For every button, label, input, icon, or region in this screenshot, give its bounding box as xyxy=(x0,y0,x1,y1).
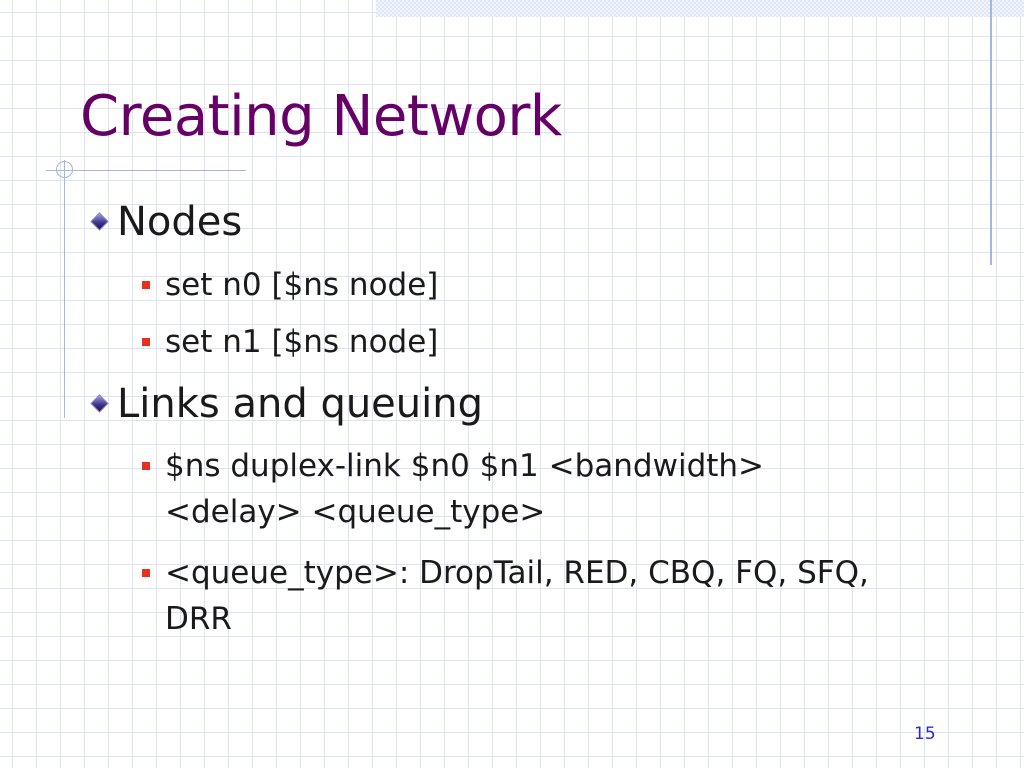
bullet-label: Nodes xyxy=(117,199,243,245)
square-bullet-icon xyxy=(142,569,150,577)
left-decorative-line xyxy=(64,160,65,418)
diamond-bullet-icon xyxy=(91,395,108,412)
bullet-nodes: Nodes xyxy=(90,198,242,246)
sub-bullet-text: set n0 [$ns node] xyxy=(165,267,439,303)
square-bullet-icon xyxy=(142,338,150,346)
bullet-links: Links and queuing xyxy=(90,380,483,428)
diamond-bullet-icon xyxy=(91,213,108,230)
sub-bullet: set n0 [$ns node] xyxy=(140,262,910,308)
sub-bullet: <queue_type>: DropTail, RED, CBQ, FQ, SF… xyxy=(140,550,910,642)
sub-bullet-text: <queue_type>: DropTail, RED, CBQ, FQ, SF… xyxy=(165,555,869,637)
sub-bullet: set n1 [$ns node] xyxy=(140,319,910,365)
circle-ornament-icon xyxy=(56,161,73,178)
right-decorative-line xyxy=(990,0,992,265)
slide-title: Creating Network xyxy=(80,84,562,149)
slide-page-number: 15 xyxy=(914,724,936,744)
square-bullet-icon xyxy=(142,462,150,470)
sub-bullet: $ns duplex-link $n0 $n1 <bandwidth> <del… xyxy=(140,443,910,535)
bullet-label: Links and queuing xyxy=(117,381,483,427)
title-underline xyxy=(46,170,246,171)
sub-bullet-text: set n1 [$ns node] xyxy=(165,324,439,360)
sub-bullet-text: $ns duplex-link $n0 $n1 <bandwidth> <del… xyxy=(165,448,765,530)
header-decoration-band xyxy=(376,0,1024,17)
square-bullet-icon xyxy=(142,281,150,289)
